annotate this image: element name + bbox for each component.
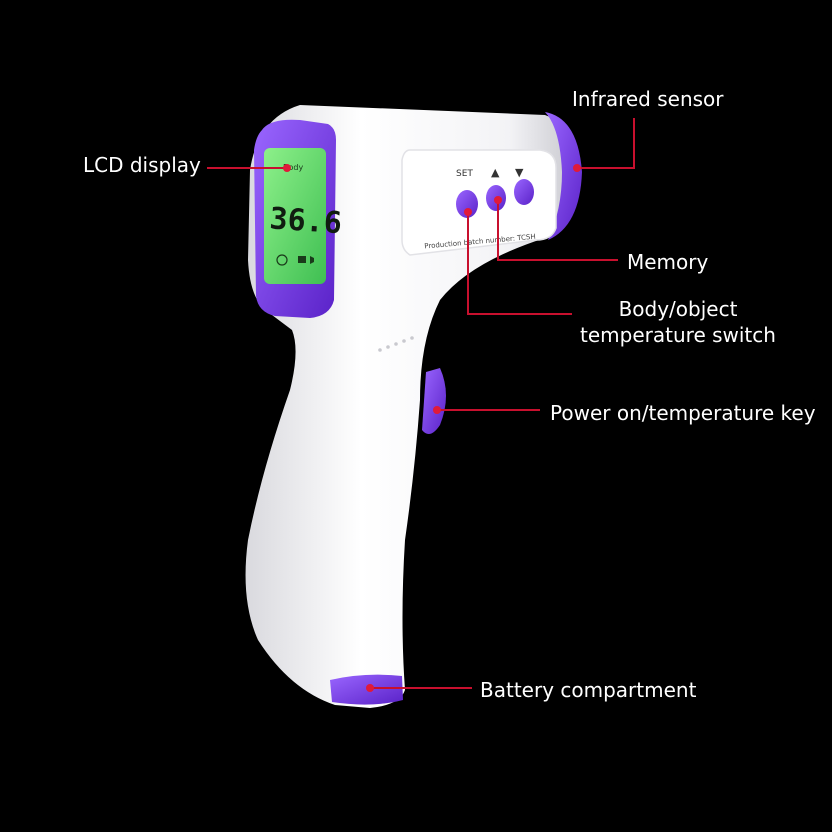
infrared-sensor-label: Infrared sensor: [572, 87, 724, 111]
body-object-switch-label: Body/object temperature switch: [578, 296, 778, 348]
body-object-switch-line1: Body/object: [618, 297, 738, 321]
memory-icon: [298, 256, 306, 263]
battery-compartment-label: Battery compartment: [480, 678, 697, 702]
lcd-mode-text: Body: [283, 163, 303, 172]
set-button-label: SET: [456, 169, 473, 179]
leader-dots: [283, 164, 581, 692]
lcd-screen: [264, 148, 326, 284]
smiley-icon: [276, 254, 288, 266]
down-button[interactable]: [514, 179, 534, 205]
lcd-reading: 36.6: [268, 201, 343, 241]
leader-lines: [207, 118, 635, 689]
trigger-button[interactable]: [422, 368, 446, 434]
infrared-sensor-cap: [545, 112, 582, 240]
body-object-switch-line2: temperature switch: [580, 323, 776, 347]
leader-infrared: [577, 118, 635, 169]
control-panel: [401, 149, 557, 256]
set-button[interactable]: [456, 190, 478, 218]
power-key-label: Power on/temperature key: [550, 401, 816, 425]
speaker-grille: [378, 336, 414, 352]
down-button-label: ▼: [515, 166, 524, 179]
lcd-display-label: LCD display: [83, 153, 201, 177]
leader-body-switch: [467, 212, 572, 315]
leader-memory: [497, 200, 618, 261]
memory-label: Memory: [627, 250, 709, 274]
up-button-label: ▲: [491, 166, 500, 179]
sound-icon: [310, 256, 314, 264]
